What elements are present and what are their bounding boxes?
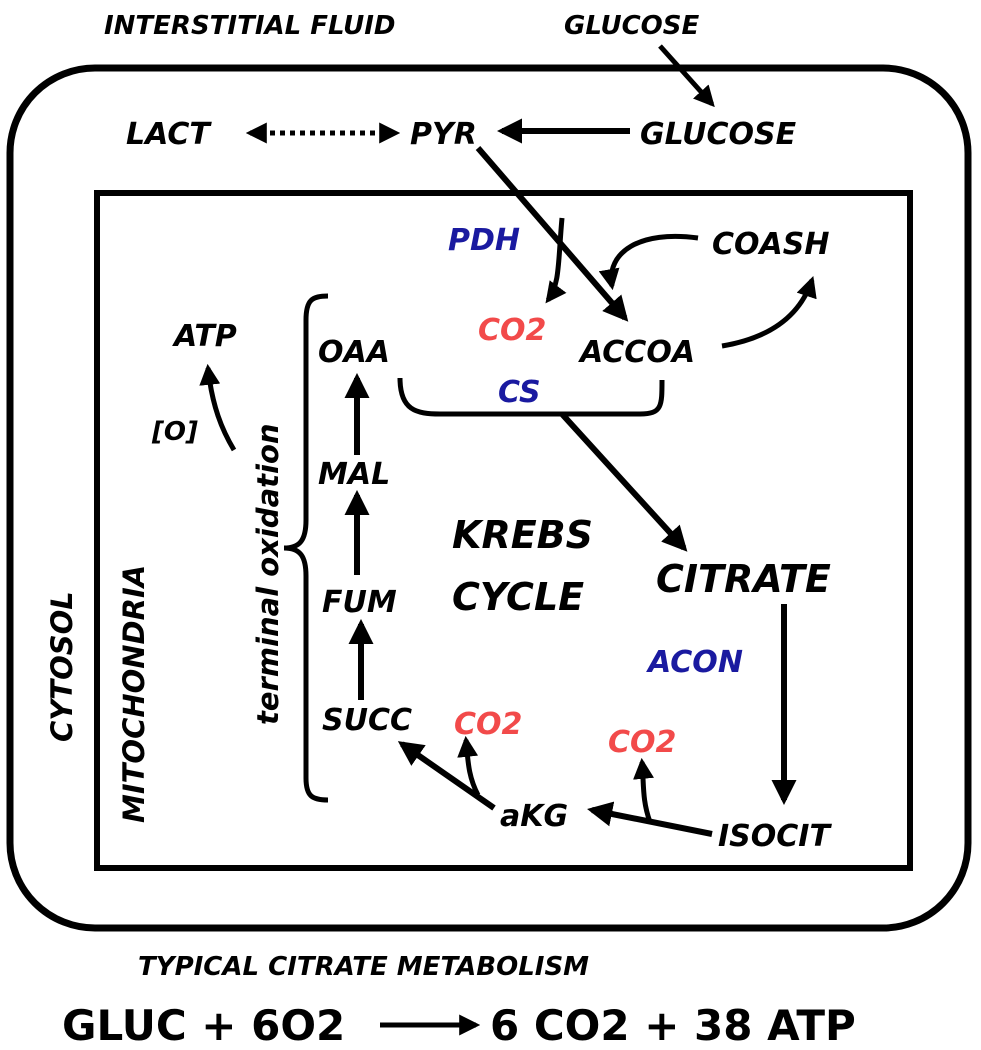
isocit-co2-release-arrow	[633, 757, 654, 823]
terminal-oxidation-brace	[283, 293, 329, 803]
cs-condensation-bracket	[397, 377, 665, 417]
co2-isocit-label: CO2	[608, 725, 676, 760]
co2-pdh-label: CO2	[478, 313, 546, 348]
akg-co2-release-arrow	[457, 735, 481, 797]
succ-label: SUCC	[322, 703, 412, 738]
akg-to-succ-arrow	[397, 741, 496, 811]
pdh-enzyme-label: PDH	[448, 223, 520, 258]
lact-label: LACT	[126, 117, 212, 152]
cs-enzyme-label: CS	[498, 375, 541, 410]
footer-title: TYPICAL CITRATE METABOLISM	[138, 952, 589, 982]
oxygen-label: [O]	[151, 417, 198, 447]
cytosol-label: CYTOSOL	[45, 591, 79, 742]
citrate-label: CITRATE	[656, 557, 831, 601]
glucose-import-arrow	[658, 44, 715, 108]
coash-to-accoa-arrow	[598, 233, 699, 291]
equation-left: GLUC + 6O2	[62, 1001, 345, 1050]
interstitial-fluid-label: INTERSTITIAL FLUID	[104, 11, 396, 41]
mitochondria-label: MITOCHONDRIA	[117, 565, 151, 823]
akg-label: aKG	[500, 799, 568, 834]
cycle-label: CYCLE	[452, 575, 584, 619]
pdh-co2-release-arrow	[545, 217, 567, 304]
terminal-oxidation-label: terminal oxidation	[251, 423, 285, 725]
accoa-label: ACCOA	[578, 335, 695, 370]
atp-label: ATP	[172, 319, 237, 354]
pyr-label: PYR	[410, 117, 477, 152]
glucose-cytosol-label: GLUCOSE	[640, 117, 797, 152]
equation-right: 6 CO2 + 38 ATP	[490, 1001, 856, 1050]
to-citrate-arrow	[559, 411, 688, 552]
oaa-label: OAA	[318, 335, 390, 370]
acon-enzyme-label: ACON	[646, 645, 743, 680]
coash-label: COASH	[712, 227, 829, 262]
co2-akg-label: CO2	[454, 707, 522, 742]
glucose-outside-label: GLUCOSE	[564, 11, 700, 41]
isocit-label: ISOCIT	[718, 819, 832, 854]
accoa-to-coash-arrow	[721, 276, 817, 349]
oxidation-to-atp-arrow	[199, 363, 237, 452]
krebs-label: KREBS	[452, 513, 593, 557]
mal-label: MAL	[318, 457, 390, 492]
cytosol-boundary	[6, 64, 972, 932]
isocit-to-akg-arrow	[587, 801, 713, 837]
fum-label: FUM	[322, 585, 397, 620]
mitochondria-boundary	[94, 190, 913, 871]
